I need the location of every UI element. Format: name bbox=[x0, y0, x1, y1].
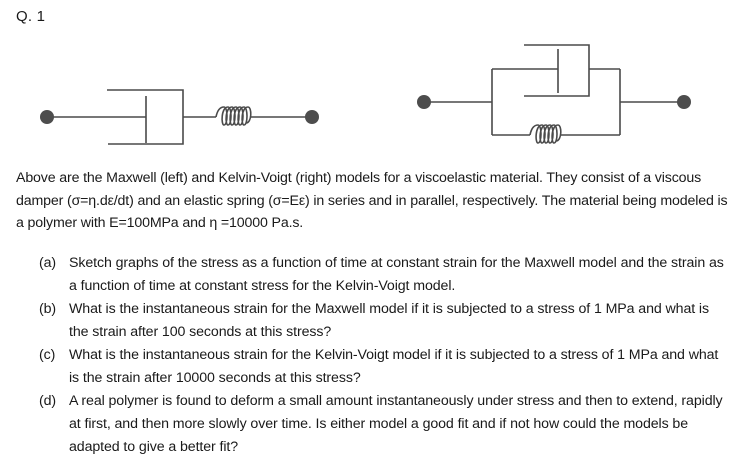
question-number: Q. 1 bbox=[16, 8, 46, 25]
kelvin-voigt-right-node bbox=[677, 95, 691, 109]
maxwell-right-node bbox=[305, 110, 319, 124]
question-part-b: (b) What is the instantaneous strain for… bbox=[39, 298, 729, 344]
part-text: What is the instantaneous strain for the… bbox=[69, 347, 719, 386]
spring-coil bbox=[529, 124, 562, 144]
kelvin-voigt-model-diagram bbox=[424, 44, 684, 144]
maxwell-model-diagram bbox=[47, 89, 312, 145]
part-label: (d) bbox=[39, 393, 57, 409]
question-part-c: (c) What is the instantaneous strain for… bbox=[39, 344, 729, 390]
part-text: What is the instantaneous strain for the… bbox=[69, 301, 709, 340]
part-text: A real polymer is found to deform a smal… bbox=[69, 393, 723, 455]
intro-text: Above are the Maxwell (left) and Kelvin-… bbox=[16, 170, 728, 231]
spring-coil bbox=[215, 106, 252, 126]
part-label: (a) bbox=[39, 255, 57, 271]
part-label: (b) bbox=[39, 301, 57, 317]
maxwell-left-node bbox=[40, 110, 54, 124]
intro-paragraph: Above are the Maxwell (left) and Kelvin-… bbox=[16, 167, 728, 235]
question-part-d: (d) A real polymer is found to deform a … bbox=[39, 390, 729, 459]
part-text: Sketch graphs of the stress as a functio… bbox=[69, 255, 724, 294]
damper-cylinder bbox=[524, 44, 590, 97]
question-parts-list: (a) Sketch graphs of the stress as a fun… bbox=[39, 252, 729, 459]
part-label: (c) bbox=[39, 347, 56, 363]
question-part-a: (a) Sketch graphs of the stress as a fun… bbox=[39, 252, 729, 298]
kelvin-voigt-left-node bbox=[417, 95, 431, 109]
viscoelastic-model-diagrams bbox=[40, 44, 691, 145]
